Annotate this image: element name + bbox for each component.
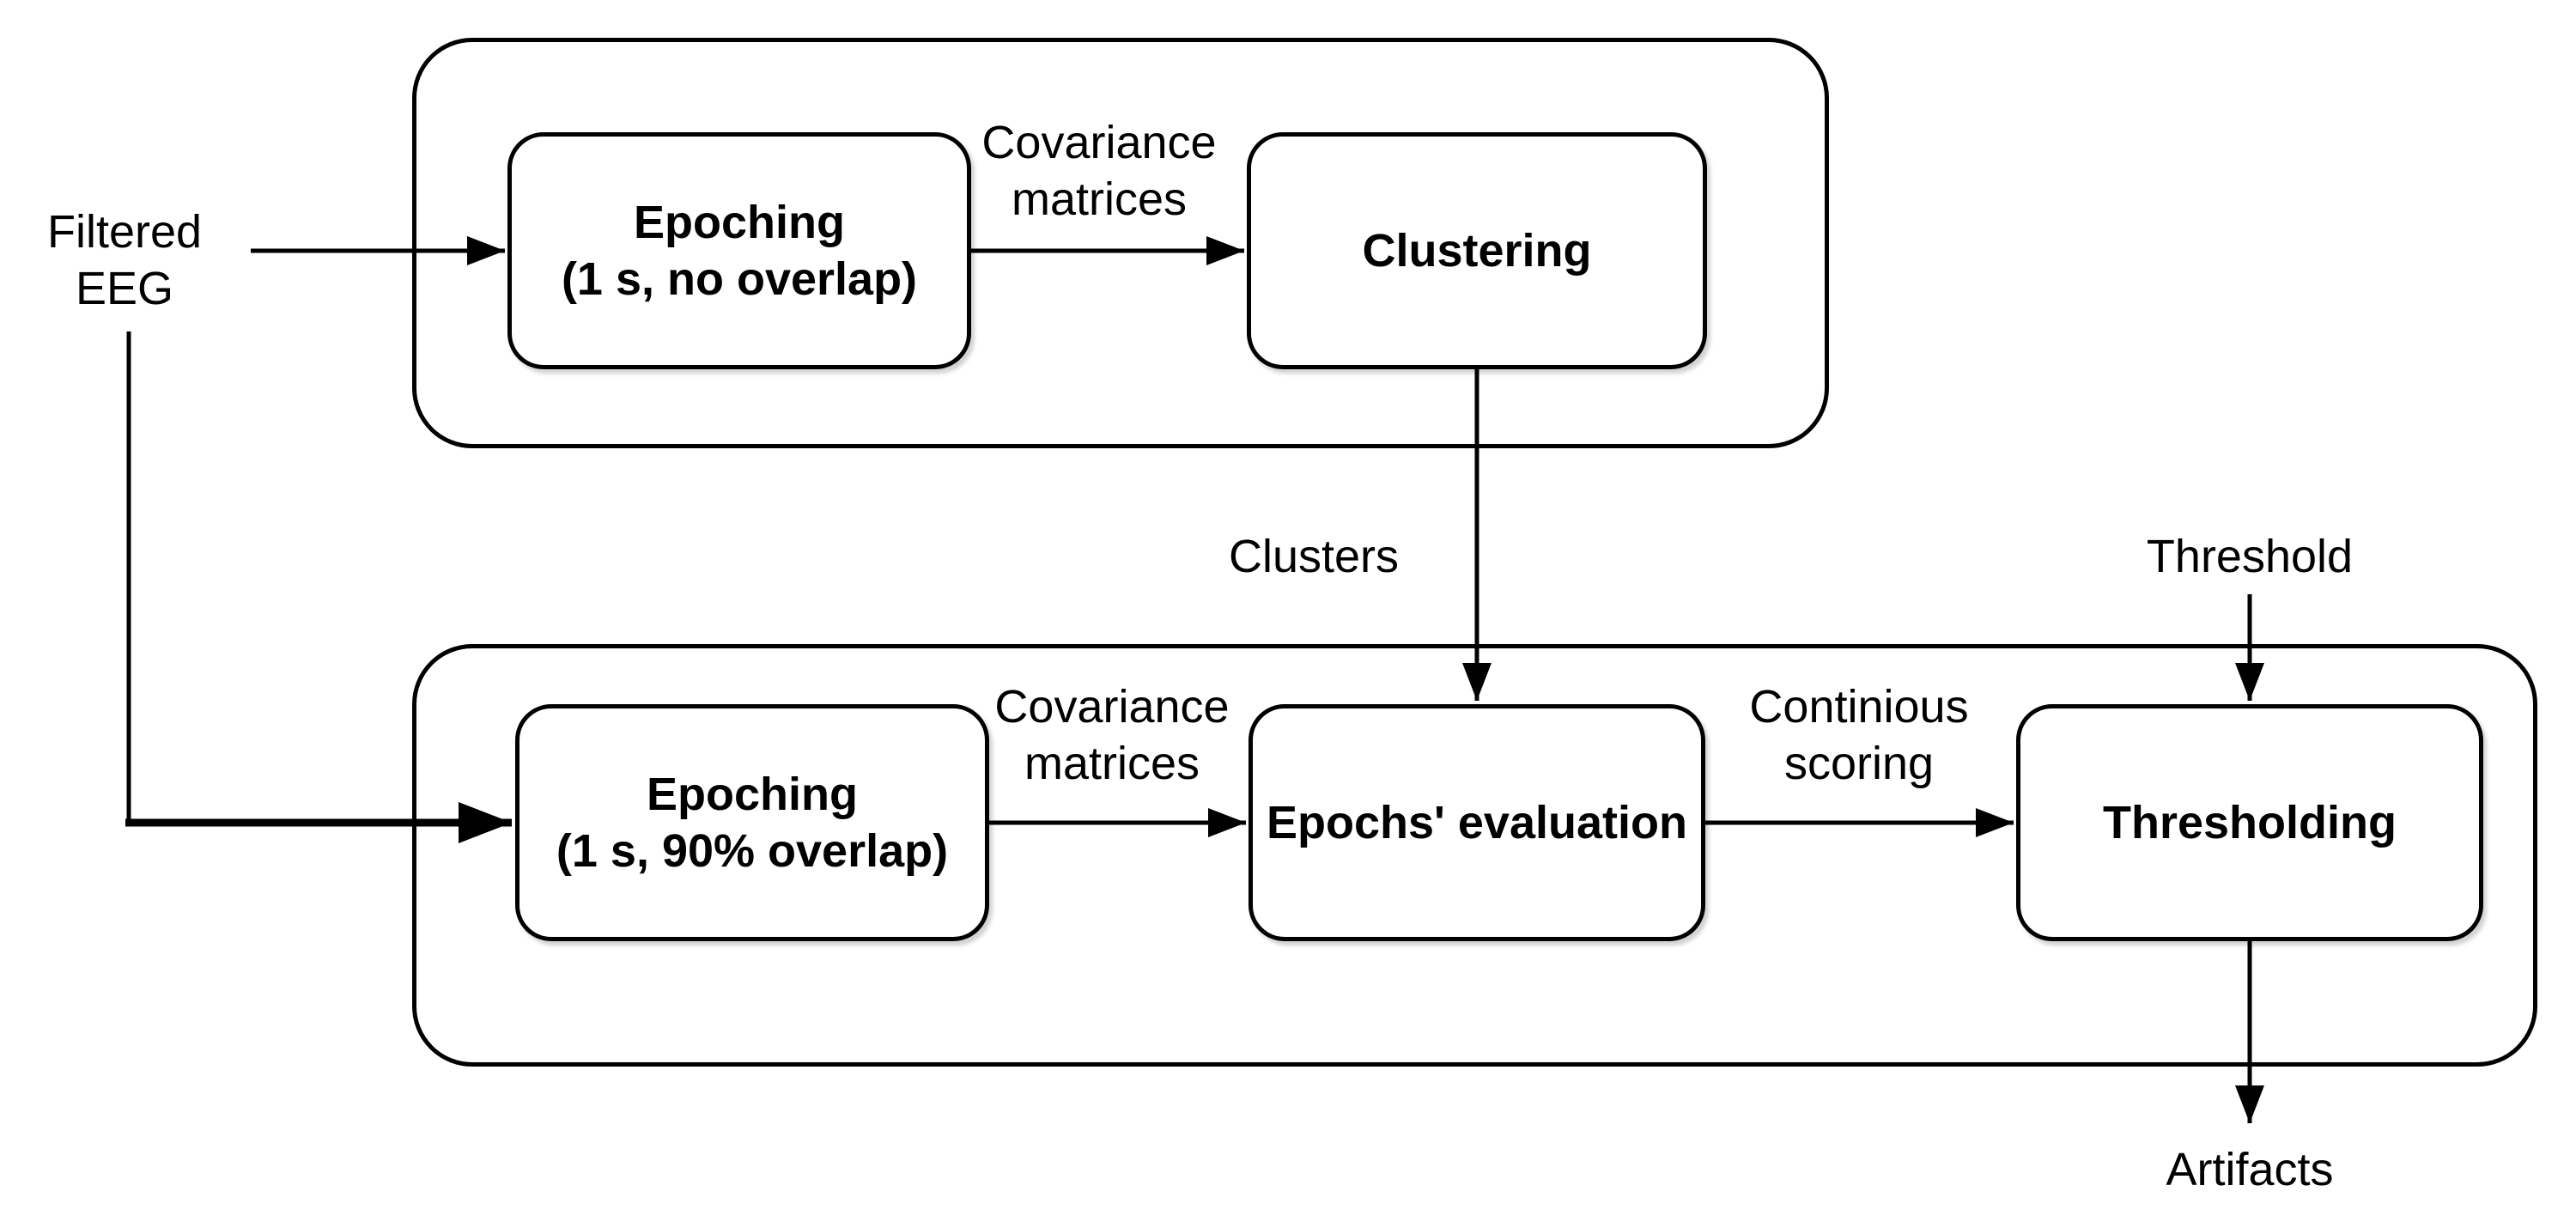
training-pipeline-container bbox=[412, 38, 1829, 448]
label-clusters: Clusters bbox=[1228, 531, 1400, 582]
node-epoching-90-overlap-label: Epoching (1 s, 90% overlap) bbox=[556, 769, 949, 877]
label-filtered-eeg: Filtered EEG bbox=[46, 206, 203, 314]
node-epochs-evaluation: Epochs' evaluation bbox=[1249, 704, 1705, 941]
node-epoching-no-overlap-label: Epoching (1 s, no overlap) bbox=[561, 197, 918, 305]
detection-pipeline-container bbox=[412, 644, 2537, 1067]
label-threshold: Threshold bbox=[2146, 531, 2354, 582]
label-covariance-matrices-train: Covariance matrices bbox=[981, 117, 1217, 225]
node-thresholding: Thresholding bbox=[2016, 704, 2483, 941]
label-artifacts: Artifacts bbox=[2166, 1144, 2334, 1195]
node-clustering-label: Clustering bbox=[1362, 225, 1592, 277]
node-thresholding-label: Thresholding bbox=[2103, 797, 2397, 848]
node-epochs-evaluation-label: Epochs' evaluation bbox=[1267, 797, 1687, 848]
node-clustering: Clustering bbox=[1247, 132, 1707, 369]
node-epoching-90-overlap: Epoching (1 s, 90% overlap) bbox=[515, 704, 989, 941]
node-epoching-no-overlap: Epoching (1 s, no overlap) bbox=[507, 132, 971, 369]
label-covariance-matrices-detect: Covariance matrices bbox=[994, 681, 1230, 789]
label-continious-scoring: Continious scoring bbox=[1749, 681, 1969, 789]
